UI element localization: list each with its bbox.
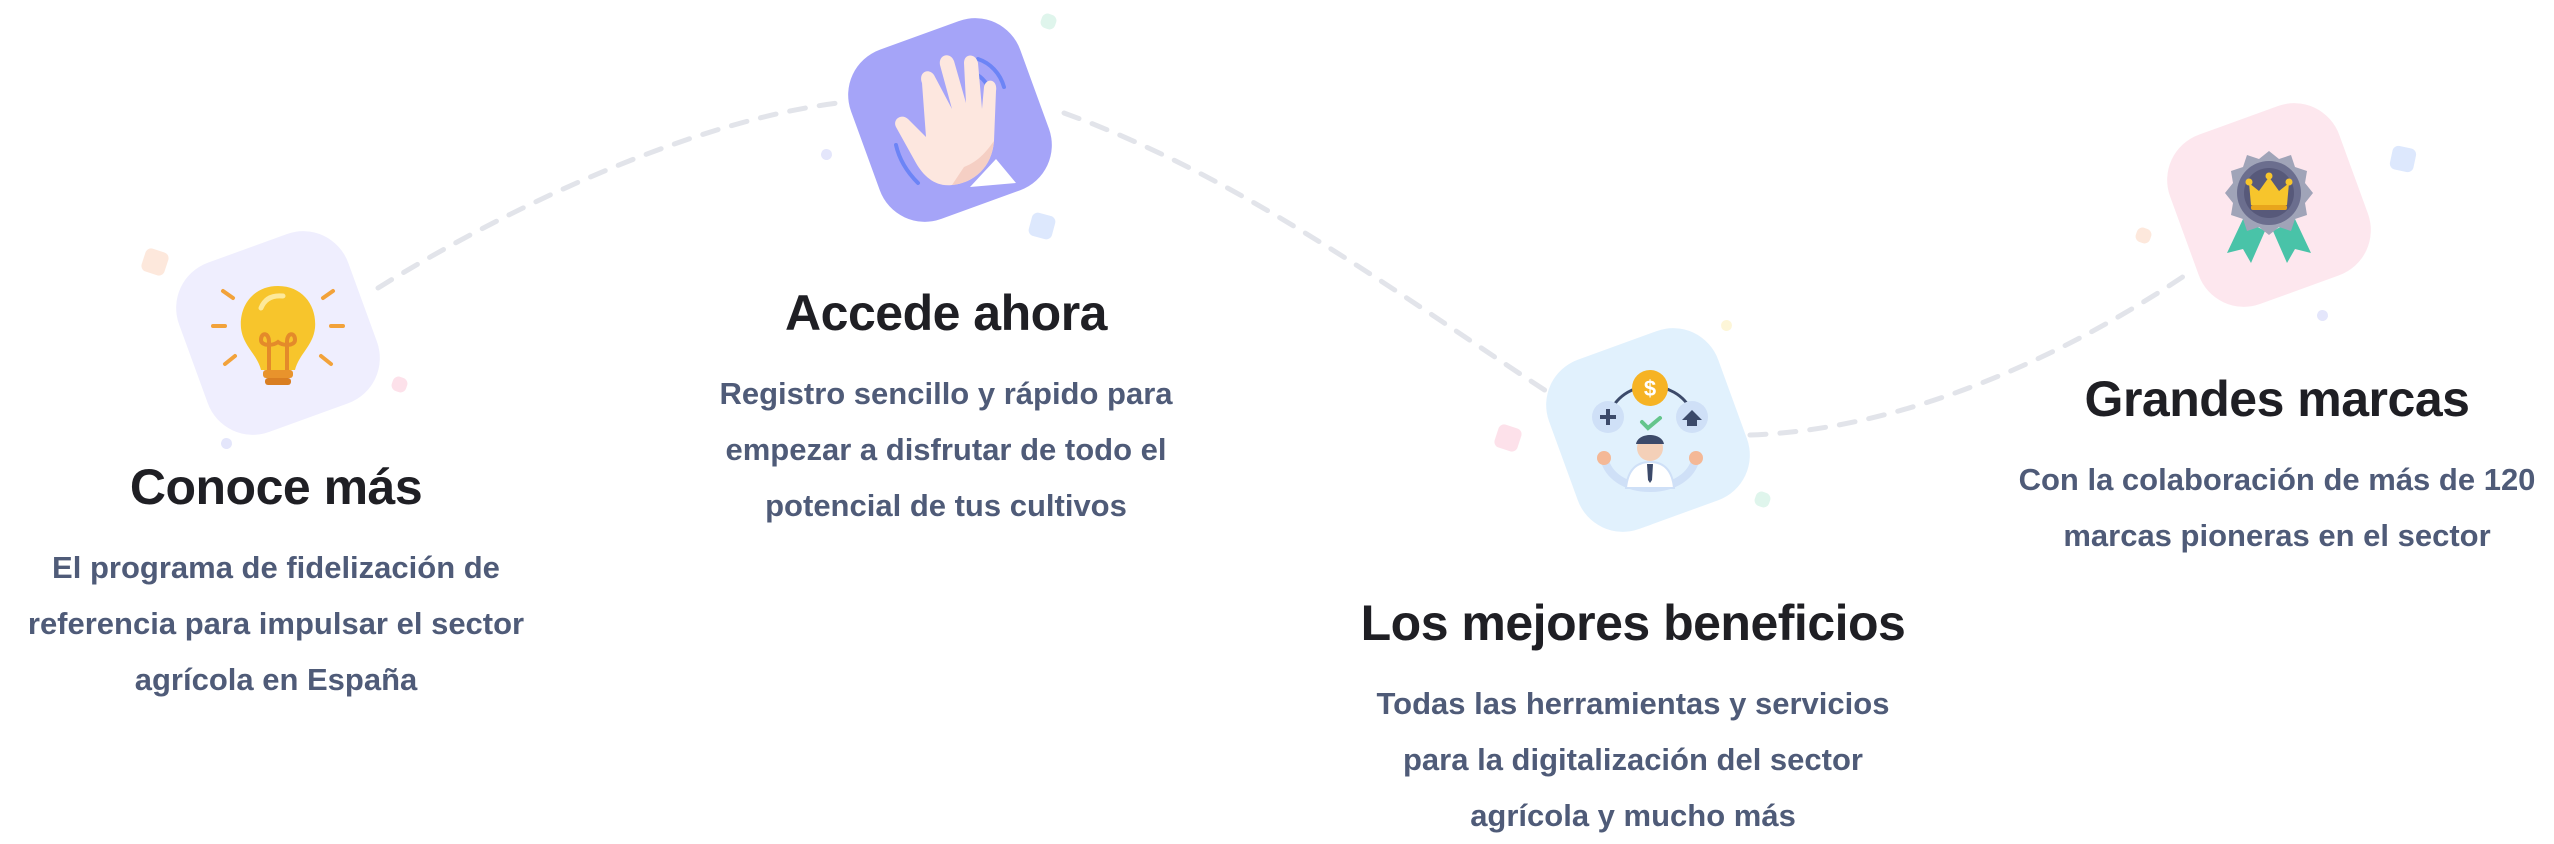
step-title: Los mejores beneficios	[1360, 595, 1906, 651]
step-title: Conoce más	[129, 459, 423, 515]
lightbulb-icon	[211, 286, 345, 385]
step-description: El programa de fidelización de referenci…	[27, 550, 525, 697]
waving-hand-icon	[894, 55, 1016, 187]
benefits-icon: $	[1592, 370, 1708, 493]
step-title: Grandes marcas	[2084, 371, 2470, 427]
step-description: Con la colaboración de más de 120 marcas…	[2018, 462, 2536, 553]
award-medal-icon	[2225, 151, 2313, 263]
step-title: Accede ahora	[785, 285, 1107, 341]
step-description: Registro sencillo y rápido para empezar …	[719, 376, 1173, 523]
decor-square	[2388, 144, 2418, 174]
step-description: Todas las herramientas y servicios para …	[1376, 686, 1890, 833]
svg-text:$: $	[1644, 376, 1656, 401]
